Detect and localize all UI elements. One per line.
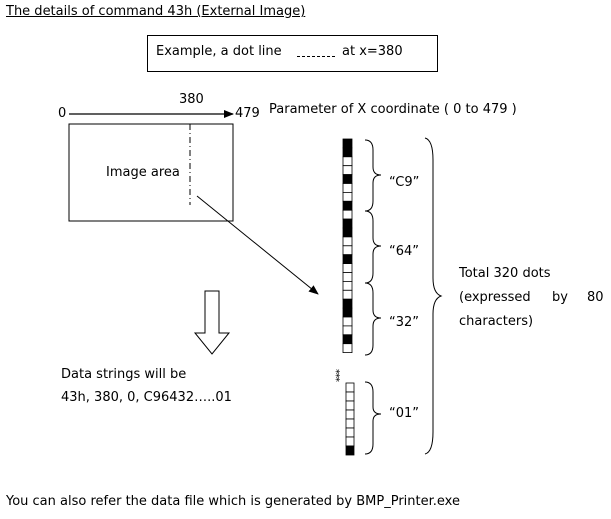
dot-cell [342,343,353,354]
brace-64 [364,210,382,284]
dot-cell [342,218,353,229]
dot-cell [342,147,353,158]
dot-cell [342,316,353,327]
dot-cell [345,427,355,438]
total-line-2c: 80 [587,290,604,305]
image-area-rect [68,123,234,222]
dot-cell [345,382,355,393]
total-line-2b: by [552,290,568,305]
brace-c9 [364,139,382,212]
group-label-c9: “C9” [389,175,420,190]
image-area-label: Image area [106,165,180,180]
dot-cell [342,174,353,184]
dot-cell [345,409,355,420]
dot-cell [345,400,355,411]
mapping-arrow [196,195,319,295]
dot-cell [342,156,353,167]
dot-cell [345,445,355,456]
dot-column-upper [342,138,353,354]
footer-note: You can also refer the data file which i… [6,494,460,509]
dot-cell [342,245,353,256]
dot-cell [342,165,353,175]
dot-cell [342,200,353,211]
group-label-64: “64” [389,244,420,259]
axis-start-label: 0 [58,106,67,121]
dot-cell [342,272,353,282]
dot-column-lower [345,382,355,456]
total-line-2a: (expressed [459,290,531,305]
dot-cell [342,236,353,247]
group-label-32: “32” [389,315,420,330]
dot-cell [342,209,353,220]
down-arrow [193,290,231,355]
dot-cell [342,138,353,149]
dot-cell [342,183,353,193]
dot-cell [342,307,353,318]
dot-cell [342,289,353,300]
dot-cell [342,191,353,202]
brace-total [424,137,443,455]
axis-caption: Parameter of X coordinate ( 0 to 479 ) [269,102,517,117]
dot-cell [345,436,355,447]
axis-mark-label: 380 [179,92,204,107]
dot-cell [342,263,353,273]
axis-end-label: 479 [235,106,260,121]
dot-line-sample [297,56,335,57]
group-label-01: “01” [389,406,420,421]
brace-01 [364,381,382,455]
total-line-1: Total 320 dots [459,266,551,281]
dot-cell [345,418,355,429]
page-title: The details of command 43h (External Ima… [6,4,306,19]
example-tail: at x=380 [342,44,403,59]
dot-cell [342,227,353,238]
dot-cell [342,254,353,264]
dot-cell [342,298,353,309]
example-box [147,35,438,72]
dot-cell [342,325,353,336]
dot-cell [342,280,353,291]
dot-cell [345,391,355,402]
dot-cell [342,334,353,345]
brace-32 [364,282,382,356]
data-strings-line-1: Data strings will be [61,367,187,382]
data-strings-line-2: 43h, 380, 0, C96432…..01 [61,390,232,405]
total-line-3: characters) [459,314,534,329]
example-label: Example, a dot line [156,44,282,59]
ellipsis-marks: *** [330,369,341,381]
